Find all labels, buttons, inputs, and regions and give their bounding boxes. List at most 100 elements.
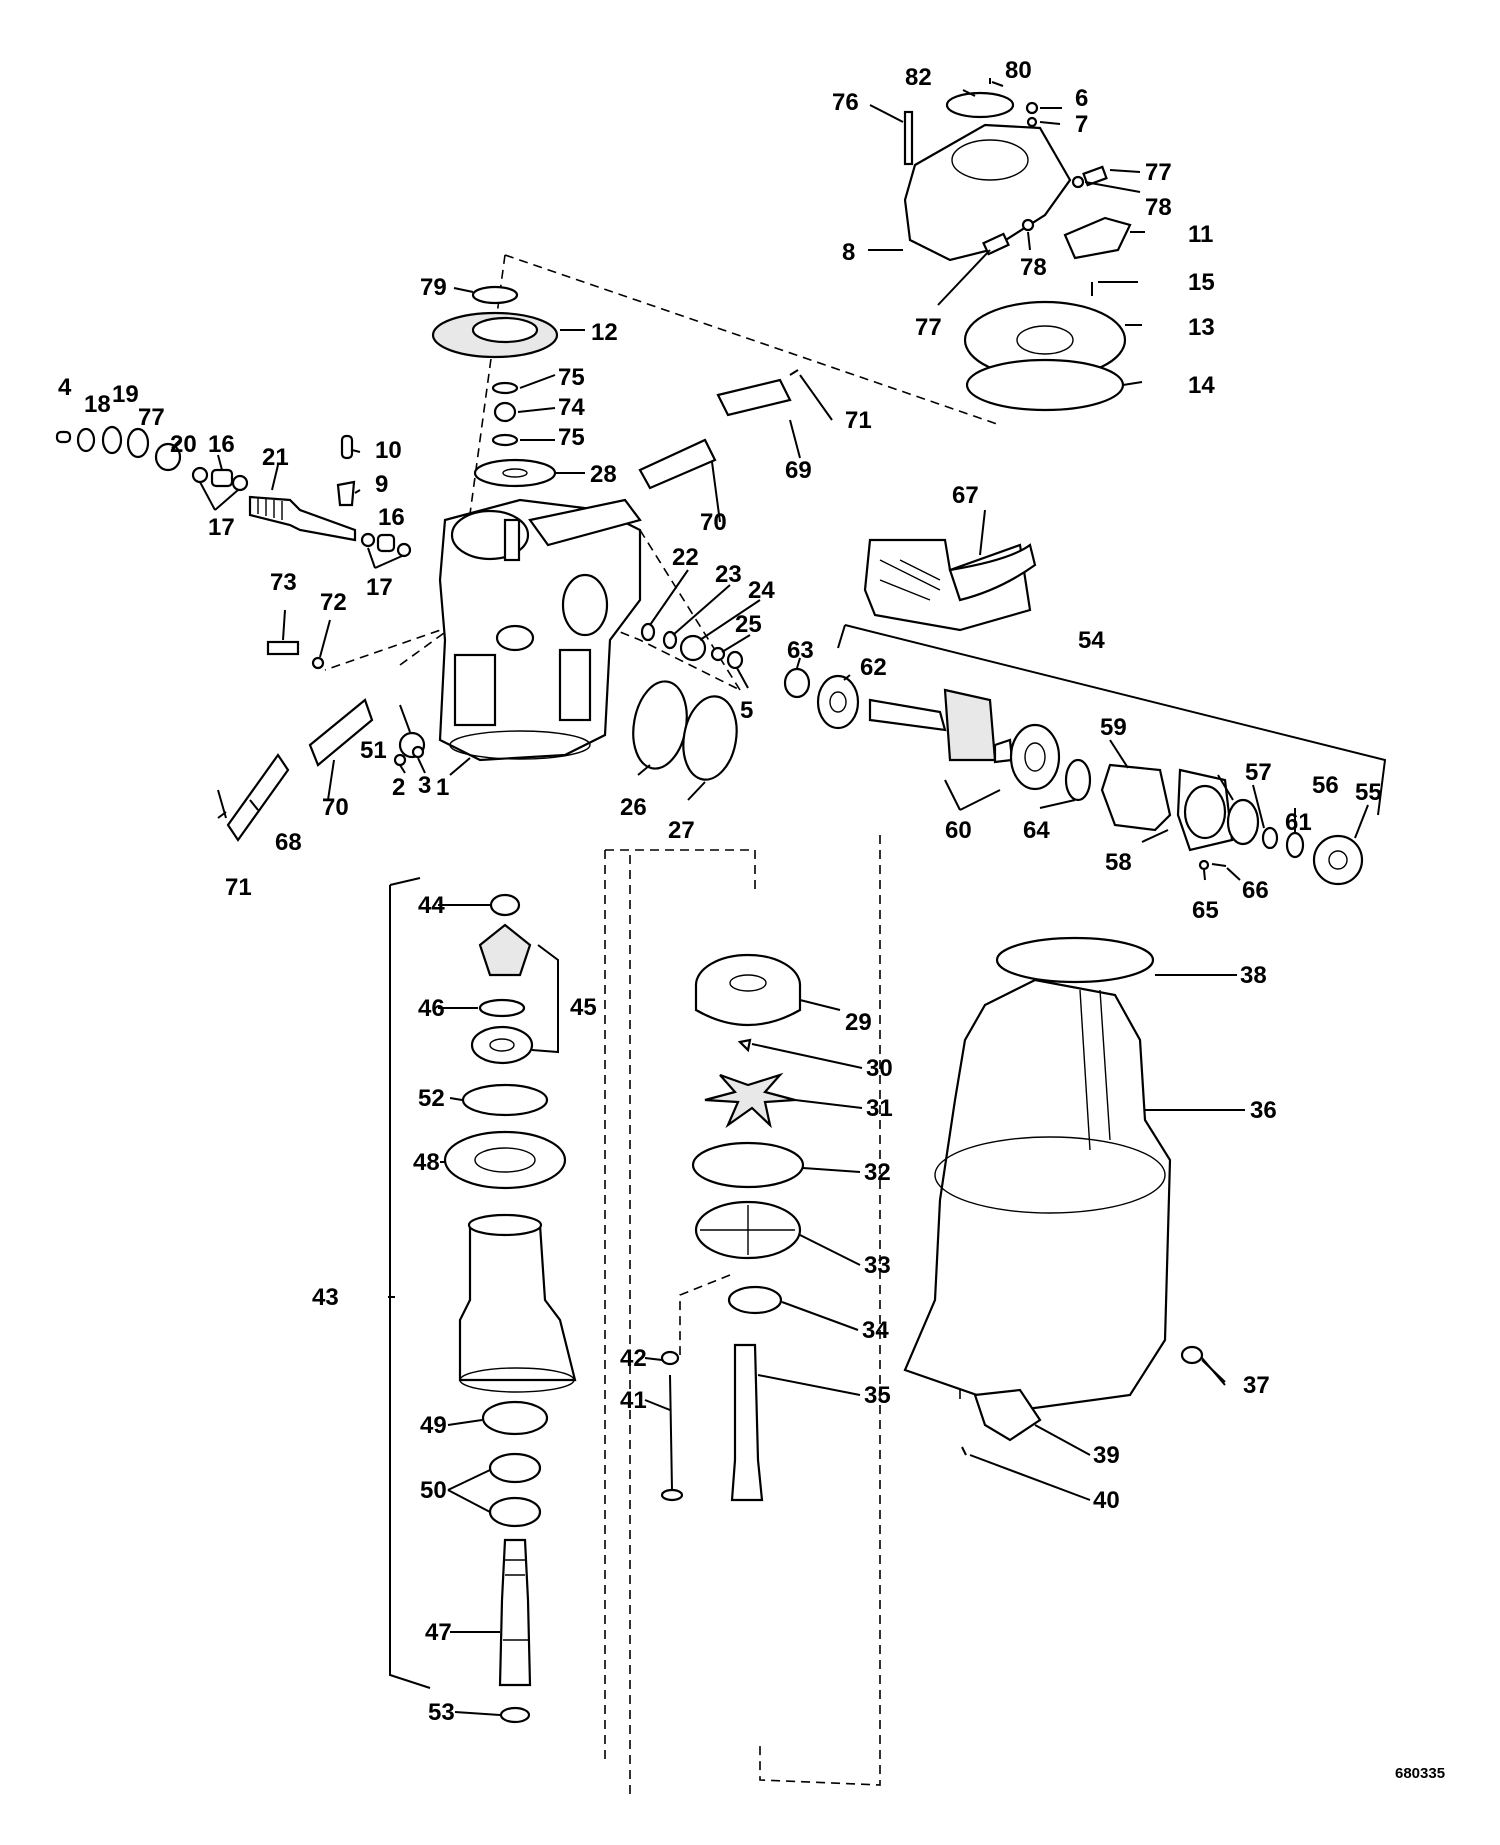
callout-19: 19 <box>112 381 139 408</box>
nut-44 <box>489 893 521 917</box>
washer-17a <box>191 466 209 484</box>
gasket-14 <box>965 358 1125 412</box>
callout-26: 26 <box>620 794 647 821</box>
callout-16a: 16 <box>208 431 235 458</box>
cover-8 <box>903 123 1072 262</box>
callout-64: 64 <box>1023 817 1050 844</box>
seal-50-top <box>488 1452 542 1484</box>
bushing-20 <box>154 442 182 472</box>
callout-60: 60 <box>945 817 972 844</box>
screw-40 <box>961 1446 967 1456</box>
callout-77b: 77 <box>915 314 942 341</box>
callout-58: 58 <box>1105 849 1132 876</box>
callout-56: 56 <box>1312 772 1339 799</box>
callout-33: 33 <box>864 1252 891 1279</box>
bushing-16a <box>210 468 234 488</box>
callout-75a: 75 <box>558 364 585 391</box>
callout-68: 68 <box>275 829 302 856</box>
callout-50: 50 <box>420 1477 447 1504</box>
callout-42: 42 <box>620 1345 647 1372</box>
bearing-housing-43 <box>458 1223 577 1382</box>
ring-27 <box>682 695 738 781</box>
callout-47: 47 <box>425 1619 452 1646</box>
o-ring-79 <box>471 285 519 305</box>
callout-30: 30 <box>866 1055 893 1082</box>
callout-40: 40 <box>1093 1487 1120 1514</box>
callout-70a: 70 <box>700 509 727 536</box>
o-ring-52 <box>461 1083 549 1117</box>
callout-53: 53 <box>428 1699 455 1726</box>
nut-42 <box>660 1350 680 1366</box>
callout-57: 57 <box>1245 759 1272 786</box>
callout-12: 12 <box>591 319 618 346</box>
detent-9 <box>336 480 356 507</box>
callout-29: 29 <box>845 1009 872 1036</box>
washer-7 <box>1026 116 1038 128</box>
screw-77-bottom <box>982 232 1010 256</box>
callout-61: 61 <box>1285 809 1312 836</box>
plate-70-top <box>638 438 717 490</box>
tilt-bracket-67 <box>863 538 1037 632</box>
washer-46 <box>478 998 526 1018</box>
callout-48: 48 <box>413 1149 440 1176</box>
drive-shaft-47 <box>498 1538 532 1687</box>
callout-20: 20 <box>170 431 197 458</box>
o-ring-53 <box>499 1706 531 1724</box>
ring-23 <box>662 630 678 650</box>
key-30 <box>737 1038 752 1053</box>
plate-69 <box>716 378 792 417</box>
washer-28 <box>473 458 557 488</box>
callout-4: 4 <box>58 374 72 401</box>
callout-21: 21 <box>262 444 289 471</box>
callout-17b: 17 <box>366 574 393 601</box>
callout-16b: 16 <box>378 504 405 531</box>
callout-41: 41 <box>620 1387 647 1414</box>
washer-75-bottom <box>491 433 519 447</box>
callout-5: 5 <box>740 697 753 724</box>
ring-56 <box>1261 826 1279 850</box>
washer-17b <box>231 474 249 492</box>
upper-cover-group <box>903 78 1132 412</box>
callout-38: 38 <box>1240 962 1267 989</box>
callout-81: 77 <box>138 404 165 431</box>
o-ring-82 <box>945 91 1015 119</box>
bearing-62 <box>816 674 860 730</box>
callout-6: 6 <box>1075 85 1088 112</box>
callout-62: 62 <box>860 654 887 681</box>
callout-25: 25 <box>735 611 762 638</box>
callout-14: 14 <box>1188 372 1215 399</box>
bearing-45 <box>470 1025 534 1065</box>
callout-43: 43 <box>312 1284 339 1311</box>
callout-65: 65 <box>1192 897 1219 924</box>
housing-small-parts <box>393 622 744 781</box>
callout-10: 10 <box>375 437 402 464</box>
callout-82: 82 <box>905 64 932 91</box>
ring-61 <box>1285 831 1305 859</box>
plate-39 <box>973 1388 1042 1442</box>
plate-68 <box>226 753 290 842</box>
ring-18 <box>76 427 96 453</box>
callout-39: 39 <box>1093 1442 1120 1469</box>
callout-18: 18 <box>84 391 111 418</box>
callout-78a: 78 <box>1145 194 1172 221</box>
callout-11: 11 <box>1188 221 1213 248</box>
stud-41 <box>669 1374 673 1491</box>
callout-34: 34 <box>862 1317 889 1344</box>
callout-52: 52 <box>418 1085 445 1112</box>
callout-labels: 1 2 3 4 5 6 7 8 9 10 11 12 13 14 15 16 1… <box>58 57 1445 1782</box>
spring-10 <box>340 434 354 460</box>
ring-19 <box>101 425 123 455</box>
water-pump-group <box>660 953 805 1502</box>
callout-27: 27 <box>668 817 695 844</box>
washer-72 <box>311 656 325 670</box>
callout-9: 9 <box>375 471 388 498</box>
nut-6 <box>1025 101 1039 115</box>
plate-32 <box>691 1141 805 1189</box>
callout-44: 44 <box>418 892 445 919</box>
gasket-59 <box>1100 763 1172 832</box>
callout-1: 1 <box>436 774 449 801</box>
seal-50-bottom <box>488 1496 542 1528</box>
callout-74: 74 <box>558 394 585 421</box>
gasket-38 <box>995 936 1155 984</box>
pinion-45 <box>478 923 532 977</box>
